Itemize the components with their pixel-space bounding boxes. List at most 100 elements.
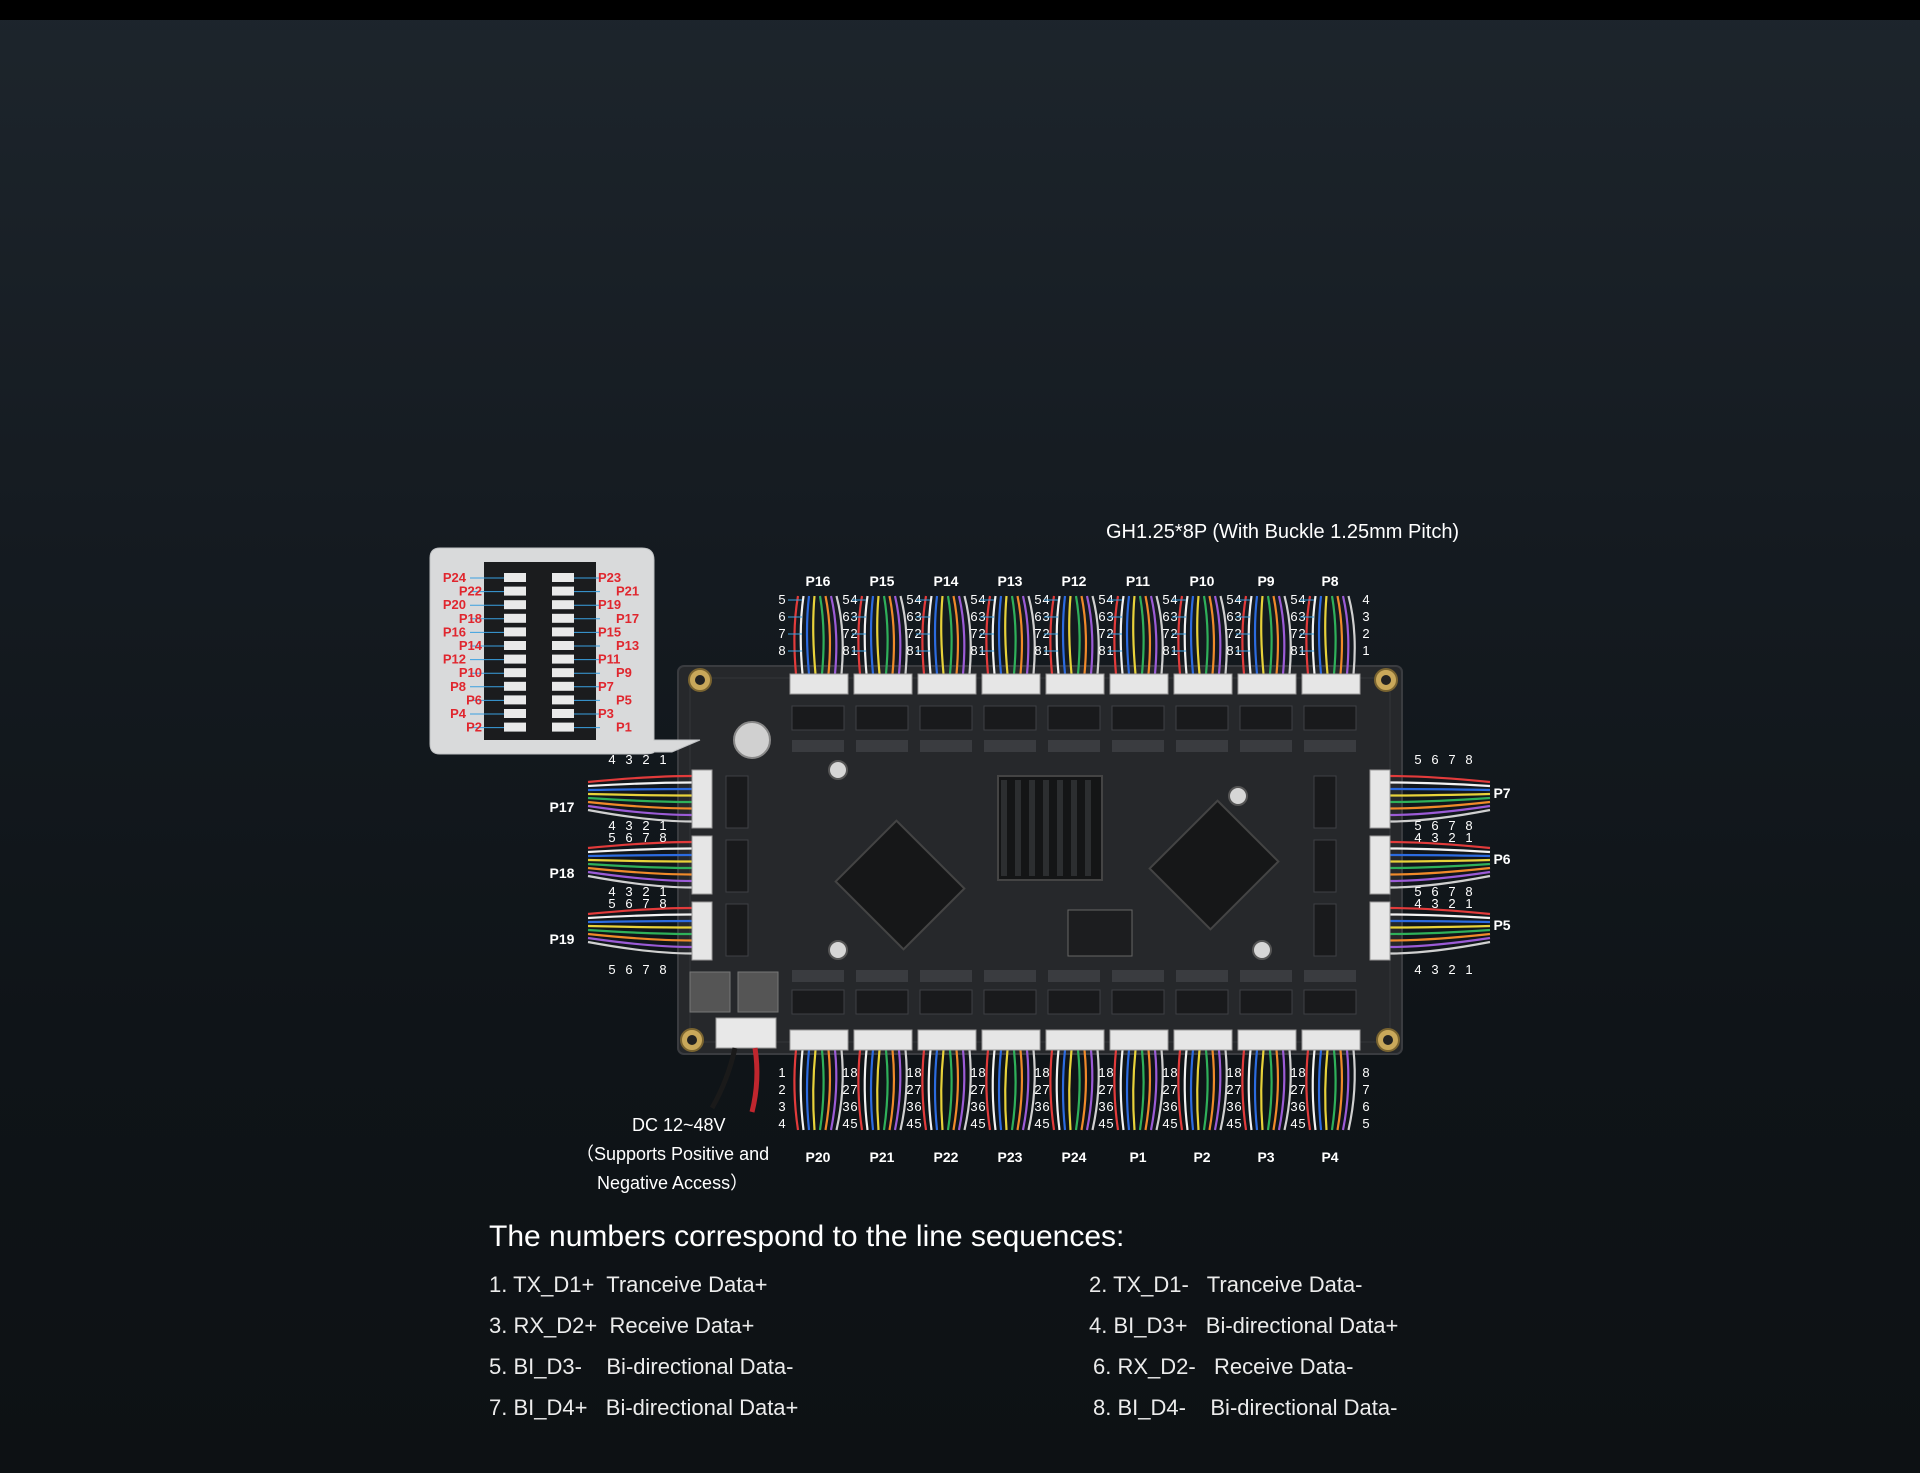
wire bbox=[1317, 1049, 1323, 1131]
pin-number: 4 bbox=[1290, 1116, 1297, 1131]
wire bbox=[1253, 1049, 1259, 1131]
port-label-top: P8 bbox=[1321, 573, 1338, 589]
wire bbox=[1341, 595, 1350, 675]
pin-number: 5 bbox=[1106, 1116, 1113, 1131]
pin-number: 2 bbox=[1290, 1082, 1297, 1097]
inset-label-right: P7 bbox=[598, 679, 614, 694]
wire bbox=[1389, 800, 1491, 810]
pin-number: 4 bbox=[608, 752, 615, 767]
port-label-left: P18 bbox=[550, 865, 575, 881]
top-chip-pins bbox=[1304, 740, 1356, 752]
top-chip bbox=[1111, 705, 1165, 731]
wire bbox=[1004, 1049, 1009, 1131]
wire bbox=[1241, 595, 1248, 675]
wire bbox=[1324, 595, 1329, 675]
wire bbox=[985, 1049, 992, 1131]
pin-number: 5 bbox=[1098, 592, 1105, 607]
wire bbox=[1021, 595, 1030, 675]
wire bbox=[1330, 595, 1337, 675]
wire bbox=[1091, 1049, 1100, 1131]
inset-label-right: P15 bbox=[598, 624, 621, 639]
wire bbox=[587, 800, 693, 810]
wire bbox=[587, 796, 693, 804]
wire bbox=[1283, 595, 1292, 675]
port-label-bottom: P1 bbox=[1129, 1149, 1146, 1165]
pin-number: 8 bbox=[1234, 1065, 1241, 1080]
pin-number: 6 bbox=[625, 830, 632, 845]
power-text-line1: DC 12~48V bbox=[632, 1115, 726, 1135]
top-connector bbox=[853, 673, 913, 695]
wire bbox=[587, 928, 693, 936]
wire bbox=[1061, 595, 1067, 675]
pin-number: 3 bbox=[1362, 609, 1369, 624]
wire bbox=[1389, 936, 1491, 949]
wire bbox=[1016, 1049, 1024, 1131]
wire bbox=[1219, 1049, 1228, 1131]
pin-number: 2 bbox=[842, 1082, 849, 1097]
right-chip bbox=[1313, 839, 1337, 893]
wire bbox=[1389, 774, 1491, 784]
top-chip bbox=[919, 705, 973, 731]
wire bbox=[1219, 595, 1228, 675]
pin-number: 7 bbox=[1298, 1082, 1305, 1097]
port-label-bottom: P4 bbox=[1321, 1149, 1338, 1165]
pin-number: 7 bbox=[1034, 626, 1041, 641]
wire bbox=[1138, 1049, 1145, 1131]
wire bbox=[587, 853, 693, 858]
wire bbox=[1311, 595, 1317, 675]
pin-number: 6 bbox=[1290, 609, 1297, 624]
wire bbox=[799, 595, 805, 675]
bottom-chip-pins bbox=[1240, 970, 1292, 982]
wire bbox=[793, 1049, 800, 1131]
pin-number: 6 bbox=[1098, 609, 1105, 624]
pin-number: 7 bbox=[1234, 1082, 1241, 1097]
wire bbox=[835, 595, 844, 675]
wire bbox=[957, 1049, 966, 1131]
pin-number: 3 bbox=[625, 884, 632, 899]
pin-number: 5 bbox=[978, 1116, 985, 1131]
pin-number: 6 bbox=[978, 1099, 985, 1114]
bottom-connector bbox=[789, 1029, 849, 1051]
pin-number: 2 bbox=[642, 818, 649, 833]
top-chip-pins bbox=[792, 740, 844, 752]
inset-label-right: P1 bbox=[616, 720, 632, 735]
wire bbox=[882, 1049, 889, 1131]
pin-number: 3 bbox=[778, 1099, 785, 1114]
wire bbox=[921, 595, 928, 675]
pin-number: 1 bbox=[1226, 1065, 1233, 1080]
inset-pin bbox=[504, 573, 526, 582]
wire bbox=[1389, 787, 1491, 792]
inset-pin bbox=[504, 654, 526, 664]
wire bbox=[1080, 595, 1088, 675]
bottom-chip-pins bbox=[1112, 970, 1164, 982]
wire bbox=[1068, 595, 1073, 675]
pin-number: 8 bbox=[1290, 643, 1297, 658]
pin-number: 7 bbox=[906, 626, 913, 641]
legend-item-2: 2. TX_D1- Tranceive Data- bbox=[1089, 1272, 1363, 1297]
wire bbox=[1389, 932, 1491, 942]
wire bbox=[824, 595, 832, 675]
pin-number: 2 bbox=[1362, 626, 1369, 641]
mounting-hole-center bbox=[687, 1035, 697, 1045]
pin-number: 2 bbox=[1162, 1082, 1169, 1097]
pin-number: 5 bbox=[1226, 592, 1233, 607]
wire bbox=[793, 595, 800, 675]
inductor bbox=[689, 971, 731, 1013]
wire bbox=[1196, 1049, 1201, 1131]
pin-number: 6 bbox=[625, 896, 632, 911]
bottom-connector bbox=[1045, 1029, 1105, 1051]
right-chip bbox=[1313, 775, 1337, 829]
wire bbox=[940, 595, 945, 675]
wire bbox=[1317, 595, 1323, 675]
top-chip bbox=[791, 705, 845, 731]
wire bbox=[1347, 1049, 1356, 1131]
pin-number: 5 bbox=[850, 1116, 857, 1131]
inset-pin bbox=[552, 681, 574, 691]
wire bbox=[587, 787, 693, 792]
board-hole bbox=[828, 760, 848, 780]
wire bbox=[893, 595, 902, 675]
inset-label-right: P3 bbox=[598, 706, 614, 721]
pin-number: 2 bbox=[906, 1082, 913, 1097]
power-text-line2: （Supports Positive and bbox=[576, 1144, 769, 1164]
